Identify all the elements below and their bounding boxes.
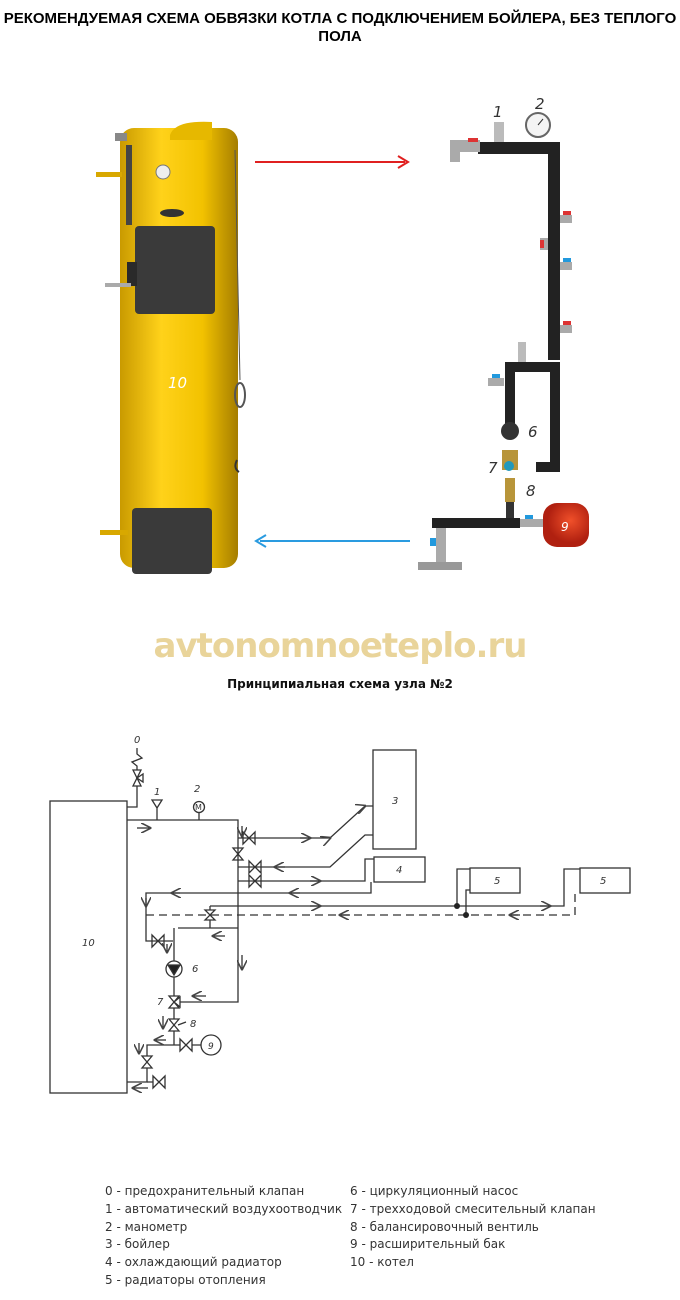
valve-symbol <box>179 1037 193 1053</box>
valve-symbol <box>231 847 245 861</box>
junction-dot <box>454 903 460 909</box>
photo-label-pump: 6 <box>528 423 538 441</box>
schema-title: Принципиальная схема узла №2 <box>227 677 453 691</box>
schema-label-9: 9 <box>208 1042 214 1052</box>
expansion-tank-symbol <box>200 1034 222 1056</box>
legend-item: 1 - автоматический воздухоотводчик <box>105 1201 343 1216</box>
boiler-10-symbol <box>49 800 128 1094</box>
schema-label-10: 10 <box>82 938 95 949</box>
schema-label-7: 7 <box>157 997 164 1008</box>
schematic <box>49 748 631 1094</box>
legend-item: 7 - трехходовой смесительный клапан <box>350 1201 596 1216</box>
legend-item: 2 - манометр <box>105 1219 188 1234</box>
balancing-valve-symbol <box>167 1018 187 1032</box>
legend-item: 8 - балансировочный вентиль <box>350 1219 539 1234</box>
valve-symbol <box>140 1055 154 1069</box>
schema-label-1: 1 <box>154 787 160 798</box>
radiator-5a-symbol <box>469 867 521 894</box>
legend-item: 9 - расширительный бак <box>350 1237 506 1252</box>
legend-right: 6 - циркуляционный насос 7 - трехходовой… <box>350 1183 596 1272</box>
photo-label-air-vent: 1 <box>493 103 503 121</box>
manometer-symbol <box>192 800 206 814</box>
legend-item: 10 - котел <box>350 1255 414 1270</box>
radiator-4-symbol <box>373 856 426 883</box>
air-vent-symbol <box>150 799 164 820</box>
legend-item: 6 - циркуляционный насос <box>350 1184 519 1198</box>
supply-arrow-head <box>397 155 410 169</box>
bypass-valve-symbol <box>203 906 217 928</box>
schema-label-8: 8 <box>190 1019 196 1030</box>
schema-label-6: 6 <box>192 964 198 975</box>
boiler-photo: 10 <box>96 121 246 574</box>
photo-label-boiler: 10 <box>168 374 187 392</box>
legend-item: 5 - радиаторы отопления <box>105 1272 266 1287</box>
legend-item: 4 - охлаждающий радиатор <box>105 1255 282 1270</box>
junction-dot <box>463 912 469 918</box>
mixing-valve-symbol <box>167 995 181 1009</box>
page-title: РЕКОМЕНДУЕМАЯ СХЕМА ОБВЯЗКИ КОТЛА С ПОДК… <box>3 10 677 45</box>
schema-label-0: 0 <box>134 735 140 746</box>
piping-assembly-photo: 1 2 6 7 8 9 <box>418 95 589 570</box>
watermark: avtonomnoeteplo.ru <box>153 626 528 666</box>
valve-symbol <box>248 873 262 889</box>
schema-label-2: 2 <box>194 784 200 795</box>
legend-left: 0 - предохранительный клапан 1 - автомат… <box>105 1183 342 1290</box>
drain-valve-symbol <box>147 1074 166 1090</box>
valve-symbol <box>151 933 165 949</box>
return-arrow-head <box>254 534 267 548</box>
schema-label-5b: 5 <box>600 876 606 887</box>
schema-label-5a: 5 <box>494 876 500 887</box>
manometer-letter: M <box>195 803 202 812</box>
valve-symbol <box>248 859 262 875</box>
safety-valve-symbol <box>131 769 144 787</box>
photo-label-manometer: 2 <box>535 95 545 113</box>
pump-symbol <box>165 960 183 978</box>
spring-symbol <box>130 748 144 770</box>
legend-item: 3 - бойлер <box>105 1237 170 1252</box>
radiator-5b-symbol <box>579 867 631 894</box>
photo-label-balancing-valve: 8 <box>526 482 536 500</box>
photo-label-expansion-tank: 9 <box>561 520 569 534</box>
photo-label-mixing-valve: 7 <box>488 459 498 477</box>
boiler-3-symbol <box>372 749 417 850</box>
schema-label-3: 3 <box>392 796 398 807</box>
legend-item: 0 - предохранительный клапан <box>105 1184 305 1198</box>
schema-label-4: 4 <box>396 865 402 876</box>
